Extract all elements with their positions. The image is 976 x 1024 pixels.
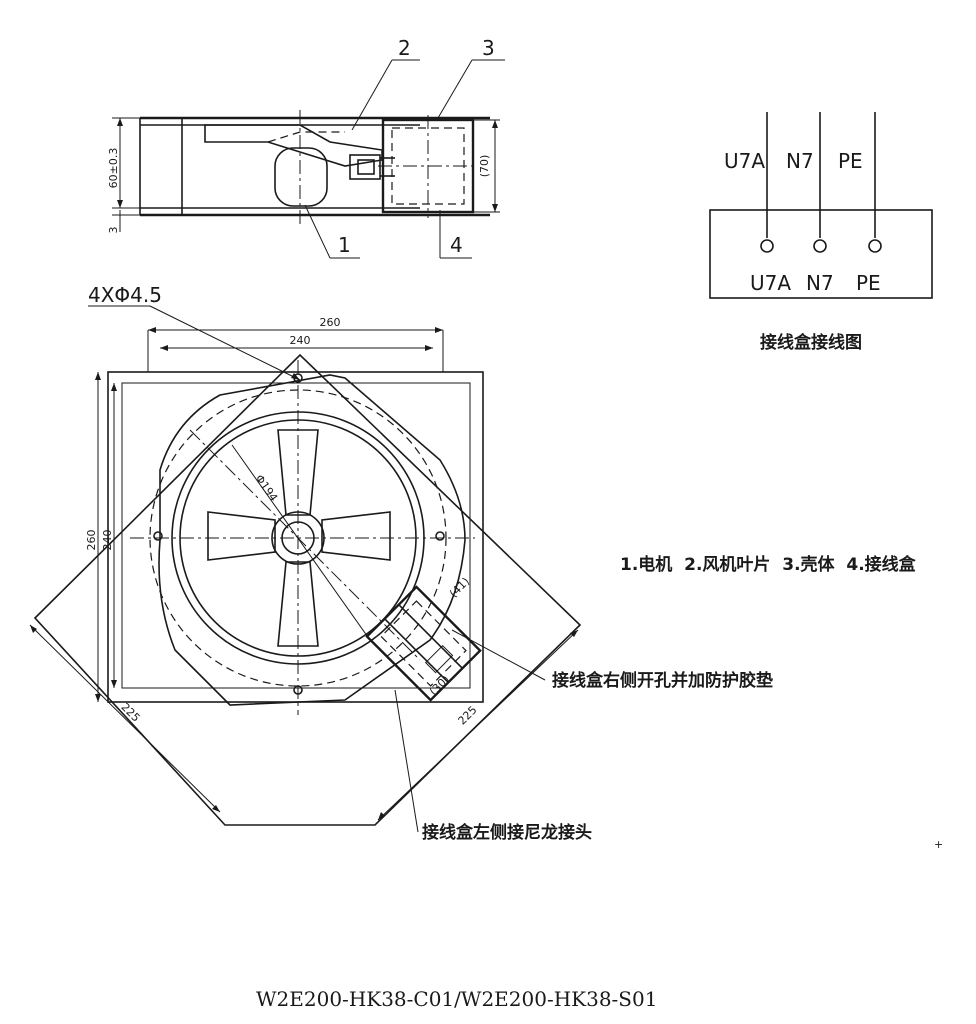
hub-outer [271, 511, 325, 565]
note-left-side: 接线盒左侧接尼龙接头 [422, 822, 592, 843]
fan-circle-dashed [149, 389, 447, 687]
callout-1: 1 [338, 233, 351, 257]
dim-260-v: 260 [85, 530, 98, 551]
callout-4: 4 [450, 233, 463, 257]
mount-hole-left [153, 531, 163, 541]
dim-240-v: 240 [101, 530, 114, 551]
dim-box-a: (41) [447, 575, 472, 600]
dim-diameter: Φ194 [253, 472, 281, 504]
stray-mark: + [934, 838, 943, 851]
terminal-box [709, 209, 933, 299]
terminal-u7a [760, 239, 774, 253]
terminal-label-pe: PE [856, 271, 881, 295]
wiring-caption: 接线盒接线图 [760, 332, 862, 353]
side-view: 60±0.3 3 (70) 2 3 1 4 [107, 36, 505, 259]
dim-225-right: 225 [456, 704, 480, 728]
terminal-label-u7a: U7A [750, 271, 791, 295]
terminal-label-n7: N7 [806, 271, 834, 295]
holes-label: 4XΦ4.5 [88, 283, 162, 307]
wiring-diagram: U7A N7 PE U7A N7 PE 接线盒接线图 [709, 112, 933, 353]
hub-inner [281, 521, 315, 555]
junction-box-front [365, 585, 482, 702]
dim-small: 3 [107, 227, 120, 234]
terminal-n7 [813, 239, 827, 253]
dim-260-h: 260 [320, 316, 341, 329]
dim-box-b: (30) [427, 673, 452, 698]
housing-outline [107, 371, 484, 703]
dim-height: 60±0.3 [107, 148, 120, 189]
mount-hole-bottom [293, 685, 303, 695]
wire-label-n7: N7 [786, 149, 814, 173]
blade-left [207, 511, 276, 561]
model-number: W2E200-HK38-C01/W2E200-HK38-S01 [256, 987, 657, 1011]
mount-hole-right [435, 531, 445, 541]
motor-hub [274, 147, 328, 207]
blade-bottom [277, 561, 319, 647]
dim-box: (70) [478, 155, 491, 178]
terminal-pe [868, 239, 882, 253]
note-right-side: 接线盒右侧开孔并加防护胶垫 [552, 670, 773, 691]
front-view: 260 240 260 240 Φ194 225 225 (41) (30) 4… [29, 283, 582, 826]
blade-right [321, 511, 391, 561]
parts-legend: 1.电机 2.风机叶片 3.壳体 4.接线盒 [620, 554, 917, 575]
wire-label-pe: PE [838, 149, 863, 173]
wire-label-u7a: U7A [724, 149, 765, 173]
callout-2: 2 [398, 36, 411, 60]
dim-225-left: 225 [118, 701, 142, 725]
callout-3: 3 [482, 36, 495, 60]
dim-240-h: 240 [290, 334, 311, 347]
